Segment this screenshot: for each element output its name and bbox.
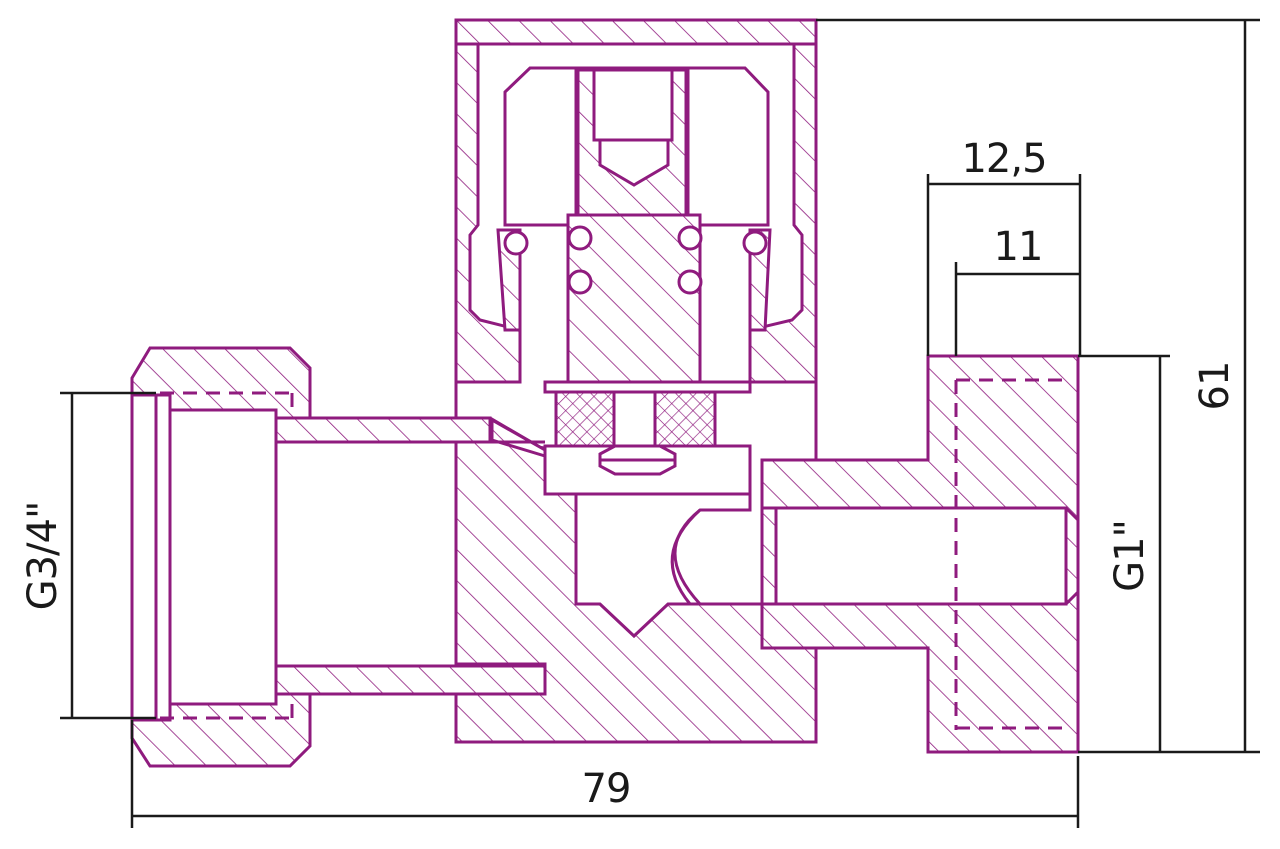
valve-cap (454, 18, 818, 460)
outlet-length-label: 12,5 (961, 136, 1046, 182)
overall-length-label: 79 (582, 766, 631, 812)
dimension-inlet-thread: G3/4" (20, 391, 156, 720)
spindle-head (496, 66, 772, 392)
overall-height-label: 61 (1192, 362, 1238, 411)
union-nut (130, 346, 312, 768)
outlet-thread-length-label: 11 (994, 224, 1043, 270)
outlet-fitting (760, 354, 1080, 754)
inlet-thread-label: G3/4" (20, 502, 66, 611)
gland-seals (543, 380, 752, 496)
o-rings (503, 225, 768, 295)
outlet-thread-label: G1" (1107, 520, 1153, 592)
valve-body (454, 418, 818, 744)
inlet-tube (274, 416, 547, 696)
dimension-overall-length: 79 (130, 720, 1080, 828)
dimension-outlet-thread: G1" (1078, 354, 1170, 752)
dimension-overall-height: 61 (816, 18, 1260, 754)
dimension-outlet-length: 12,5 (926, 136, 1082, 356)
dimension-outlet-thread-length: 11 (954, 224, 1080, 356)
